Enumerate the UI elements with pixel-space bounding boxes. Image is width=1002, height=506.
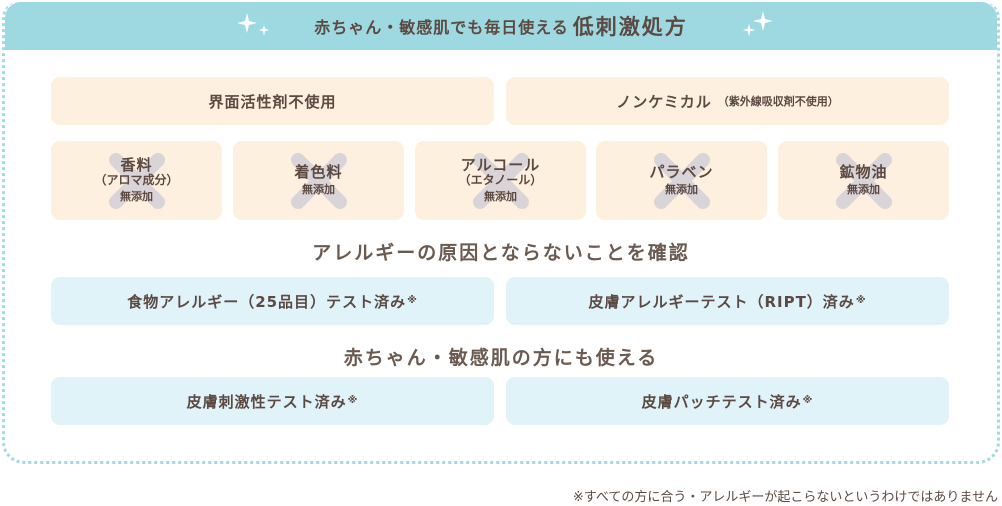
food-allergy-test-badge: 食物アレルギー（25品目）テスト済み※ [51, 277, 494, 325]
skin-allergy-test-badge: 皮膚アレルギーテスト（RIPT）済み※ [506, 277, 949, 325]
badge-label: ノンケミカル [616, 92, 712, 111]
sparkle-icon [258, 24, 270, 36]
paraben-free-badge: パラベン 無添加 [596, 141, 767, 220]
skin-patch-test-badge: 皮膚パッチテスト済み※ [506, 377, 949, 425]
non-chemical-badge: ノンケミカル （紫外線吸収剤不使用） [506, 77, 949, 125]
colorant-free-badge: 着色料 無添加 [233, 141, 404, 220]
badge-additive-free: 無添加 [484, 190, 517, 204]
header-title-large: 低刺激処方 [572, 15, 688, 39]
badge-main: アルコール [460, 156, 541, 175]
badge-label: 界面活性剤不使用 [208, 92, 337, 111]
feature-panel: 赤ちゃん・敏感肌でも毎日使える 低刺激処方 [2, 2, 1000, 464]
badge-main: 鉱物油 [839, 163, 888, 182]
cross-icon [835, 152, 892, 209]
cross-icon [108, 152, 165, 209]
sparkle-icon [236, 12, 258, 34]
sparkle-icon [752, 10, 774, 32]
badge-additive-free: 無添加 [847, 183, 880, 197]
badge-additive-free: 無添加 [665, 183, 698, 197]
no-surfactant-badge: 界面活性剤不使用 [51, 77, 494, 125]
header-title-small: 赤ちゃん・敏感肌でも毎日使える [314, 18, 569, 37]
badge-sub: （エタノール） [458, 173, 543, 188]
badge-note: （紫外線吸収剤不使用） [717, 95, 839, 108]
allergy-section-title: アレルギーの原因とならないことを確認 [312, 242, 690, 264]
badge-additive-free: 無添加 [120, 190, 153, 204]
badge-main: 香料 [120, 156, 153, 175]
badge-additive-free: 無添加 [302, 183, 335, 197]
panel-header: 赤ちゃん・敏感肌でも毎日使える 低刺激処方 [5, 2, 997, 50]
disclaimer-footnote: ※すべての方に合う・アレルギーが起こらないというわけではありません [572, 490, 998, 505]
mineral-oil-free-badge: 鉱物油 無添加 [778, 141, 949, 220]
badge-sub: （アロマ成分） [94, 173, 179, 188]
badge-label: 皮膚パッチテスト済み [641, 392, 802, 411]
skin-irritation-test-badge: 皮膚刺激性テスト済み※ [51, 377, 494, 425]
sparkle-icon [742, 23, 756, 37]
alcohol-free-badge: アルコール （エタノール） 無添加 [415, 141, 586, 220]
cross-icon [290, 152, 347, 209]
cross-icon [653, 152, 710, 209]
badge-label: 食物アレルギー（25品目）テスト済み [127, 292, 407, 311]
fragrance-free-badge: 香料 （アロマ成分） 無添加 [51, 141, 222, 220]
cross-icon [472, 152, 529, 209]
badge-main: パラベン [649, 163, 714, 182]
badge-main: 着色料 [294, 163, 343, 182]
badge-label: 皮膚刺激性テスト済み [186, 392, 347, 411]
badge-label: 皮膚アレルギーテスト（RIPT）済み [588, 292, 855, 311]
sensitive-section-title: 赤ちゃん・敏感肌の方にも使える [343, 347, 659, 369]
